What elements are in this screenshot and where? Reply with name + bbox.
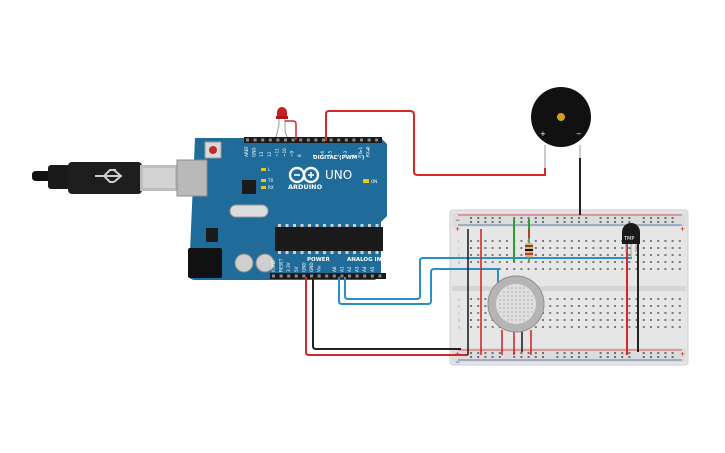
gas-sensor — [487, 275, 545, 333]
row-label: j — [457, 240, 459, 244]
rail-plus-top-right: + — [680, 226, 685, 233]
row-label: a — [458, 326, 460, 330]
on-label: ON — [371, 179, 377, 184]
wire-a0-gas — [338, 268, 499, 305]
wire-5v — [305, 277, 468, 356]
power-analog-pin-label: A2 — [347, 266, 352, 272]
digital-pin-label: ~9 — [290, 150, 295, 157]
digital-label: DIGITAL (PWM~) — [313, 155, 365, 161]
arduino-logo — [288, 166, 320, 184]
power-analog-pin-label: GND — [301, 262, 306, 272]
usb-cable — [32, 162, 178, 194]
wire-pin7-buzzer — [325, 110, 546, 176]
digital-pin-label: 8 — [297, 154, 302, 157]
buzzer-plus-label: + — [540, 130, 546, 138]
digital-pin-label: 2 — [350, 154, 355, 157]
digital-pin-label: 7 — [312, 154, 317, 157]
power-analog-pin-label: A3 — [355, 266, 360, 272]
piezo-buzzer: + − — [531, 87, 591, 170]
rail-plus-top: + — [455, 226, 460, 233]
power-analog-pin-label: GND — [309, 262, 314, 272]
digital-pin-label: AREF — [244, 146, 249, 157]
rail-minus-bottom: − — [455, 359, 460, 366]
chip-pins — [278, 224, 379, 254]
power-analog-pin-label: 3.3V — [286, 262, 291, 272]
model-label: UNO — [325, 168, 352, 182]
digital-pin-label: ~10 — [282, 148, 287, 157]
digital-pin-label: RX◂0 — [366, 146, 371, 157]
arduino-uno-board: ARDUINO UNO DIGITAL (PWM~) POWER ANALOG … — [176, 137, 387, 280]
row-label: i — [458, 247, 459, 251]
l-label: L — [268, 167, 271, 172]
digital-pin-label: 4 — [335, 154, 340, 157]
digital-pin-label: ~6 — [320, 150, 325, 157]
wire-gnd — [312, 277, 461, 350]
power-analog-pin-label: A5 — [370, 266, 375, 272]
rail-minus-top: − — [455, 217, 460, 224]
digital-pin-label: 12 — [267, 151, 272, 157]
digital-pin-label: GND — [252, 147, 257, 157]
resistor — [525, 238, 533, 262]
row-label: b — [458, 319, 461, 323]
buzzer-minus-label: − — [576, 130, 582, 138]
analog-label: ANALOG IN — [347, 257, 382, 263]
tx-label: TX — [267, 178, 274, 183]
power-analog-pin-label: IOREF — [271, 259, 276, 272]
header-holes — [246, 138, 382, 278]
wire-led — [285, 120, 297, 140]
row-label: d — [458, 305, 460, 309]
gas-sensor-mesh — [498, 286, 534, 322]
digital-pin-label: ~3 — [343, 150, 348, 157]
digital-pin-label: 13 — [259, 151, 264, 157]
power-analog-pin-label: A0 — [332, 266, 337, 272]
power-analog-pin-label: A1 — [339, 266, 344, 272]
wire-a1-tmp — [344, 257, 632, 300]
rx-label: RX — [268, 185, 274, 190]
digital-header — [244, 137, 382, 143]
usb-icon — [95, 169, 123, 183]
row-label: c — [458, 312, 460, 316]
row-label: g — [458, 261, 460, 265]
digital-pin-label: ~11 — [274, 148, 279, 157]
temperature-sensor: TMP — [622, 223, 640, 258]
row-label: e — [458, 298, 461, 302]
power-analog-pin-label: A4 — [362, 266, 367, 272]
power-analog-pin-label: Vin — [317, 265, 322, 272]
rail-plus-bottom-right: + — [680, 351, 685, 358]
row-label: h — [458, 254, 460, 258]
power-analog-pin-label: 5V — [294, 266, 299, 272]
digital-pin-label: ~5 — [328, 150, 333, 157]
digital-pin-label: TX▸1 — [358, 146, 363, 158]
tmp-label: TMP — [623, 236, 634, 242]
power-label: POWER — [307, 257, 331, 263]
brand-label: ARDUINO — [288, 183, 323, 191]
wires — [285, 110, 639, 356]
power-analog-pin-label: RESET — [279, 258, 284, 272]
red-led — [275, 107, 288, 138]
